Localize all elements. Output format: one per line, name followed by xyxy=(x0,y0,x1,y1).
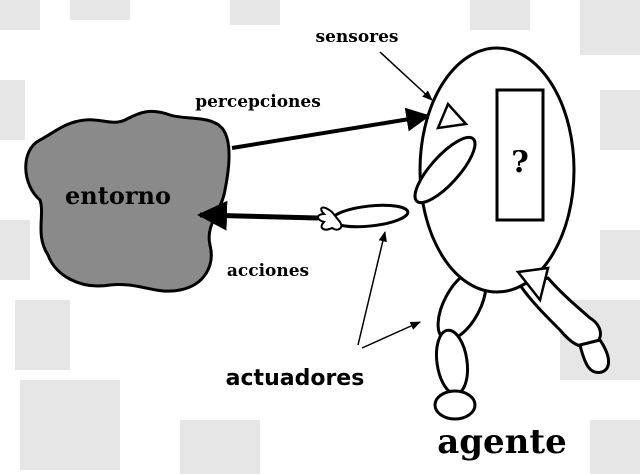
actuators-label: actuadores xyxy=(226,366,365,391)
agent-forearm xyxy=(330,203,410,229)
environment-label: entorno xyxy=(65,181,171,210)
actuators-pointer-arm xyxy=(357,230,387,346)
agent-hip-joint xyxy=(515,266,550,303)
agent-figure xyxy=(317,46,610,421)
perceptions-arrow xyxy=(231,107,431,150)
actuators-pointer-leg xyxy=(361,321,421,349)
agent-question-mark: ? xyxy=(511,145,529,180)
agent-front-foot xyxy=(433,389,477,421)
agent-upper-arm xyxy=(413,135,477,205)
actions-arrow xyxy=(197,200,319,231)
agent-front-shin xyxy=(434,328,470,396)
sensor-icon xyxy=(436,101,469,130)
sensors-pointer xyxy=(379,51,433,101)
sensors-label: sensores xyxy=(316,27,399,47)
perceptions-label: percepciones xyxy=(195,92,321,112)
agent-label: agente xyxy=(437,422,567,462)
agent-hand xyxy=(317,206,343,231)
agent-brain-box xyxy=(495,88,545,222)
actions-label: acciones xyxy=(227,261,309,281)
agent-back-foot xyxy=(578,338,610,375)
